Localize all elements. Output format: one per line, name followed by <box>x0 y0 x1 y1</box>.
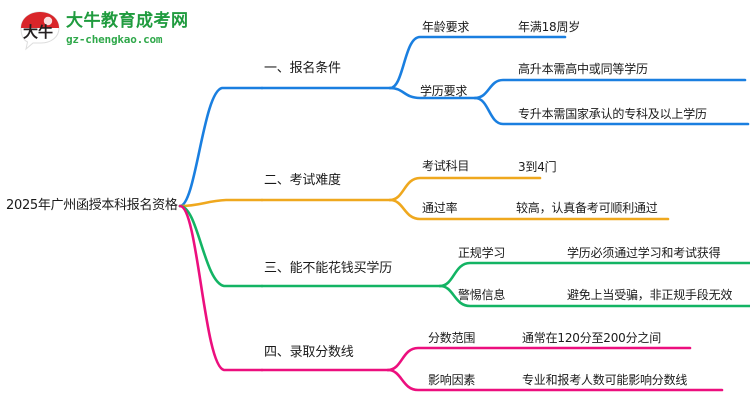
daniu-bubble-icon: 大牛 <box>20 11 60 51</box>
logo-website-url: gz-chengkao.com <box>66 33 163 46</box>
leaf-label-3-1-1[interactable]: 学历必须通过学习和考试获得 <box>567 246 721 260</box>
sub-label-2-2[interactable]: 通过率 <box>422 201 458 215</box>
sub-label-1-2[interactable]: 学历要求 <box>420 84 468 98</box>
leaf-label-4-2-1[interactable]: 专业和报考人数可能影响分数线 <box>522 373 688 387</box>
leaf-label-2-2-1[interactable]: 较高，认真备考可顺利通过 <box>516 201 658 215</box>
sub-label-1-1[interactable]: 年龄要求 <box>422 20 470 34</box>
sub-label-4-1[interactable]: 分数范围 <box>428 331 476 345</box>
sub-label-3-1[interactable]: 正规学习 <box>458 246 506 260</box>
sub-label-4-2[interactable]: 影响因素 <box>428 373 476 387</box>
site-logo: 大牛 大牛教育成考网 gz-chengkao.com <box>18 8 208 56</box>
branch-label-4[interactable]: 四、录取分数线 <box>264 345 354 360</box>
branch-label-2[interactable]: 二、考试难度 <box>264 173 341 188</box>
leaf-label-1-2-1[interactable]: 高升本需高中或同等学历 <box>518 62 648 76</box>
branch-connector-1 <box>178 35 750 208</box>
leaf-label-1-2-2[interactable]: 专升本需国家承认的专科及以上学历 <box>518 107 707 121</box>
logo-brand-name: 大牛教育成考网 <box>66 11 189 31</box>
branch-connector-3 <box>178 204 750 308</box>
branch-connector-2 <box>178 176 670 221</box>
svg-text:大牛: 大牛 <box>23 23 53 41</box>
leaf-label-1-1-1[interactable]: 年满18周岁 <box>518 20 581 34</box>
leaf-label-2-1-1[interactable]: 3到4门 <box>518 160 557 174</box>
leaf-label-3-2-1[interactable]: 避免上当受骗，非正规手段无效 <box>567 288 733 302</box>
branch-label-3[interactable]: 三、能不能花钱买学历 <box>264 261 393 276</box>
sub-label-2-1[interactable]: 考试科目 <box>422 159 470 173</box>
branch-connector-4 <box>178 204 724 392</box>
branch-label-1[interactable]: 一、报名条件 <box>264 61 341 76</box>
root-node-label[interactable]: 2025年广州函授本科报名资格 <box>6 198 178 213</box>
leaf-label-4-1-1[interactable]: 通常在120分至200分之间 <box>522 331 662 345</box>
sub-label-3-2[interactable]: 警惕信息 <box>458 288 506 302</box>
